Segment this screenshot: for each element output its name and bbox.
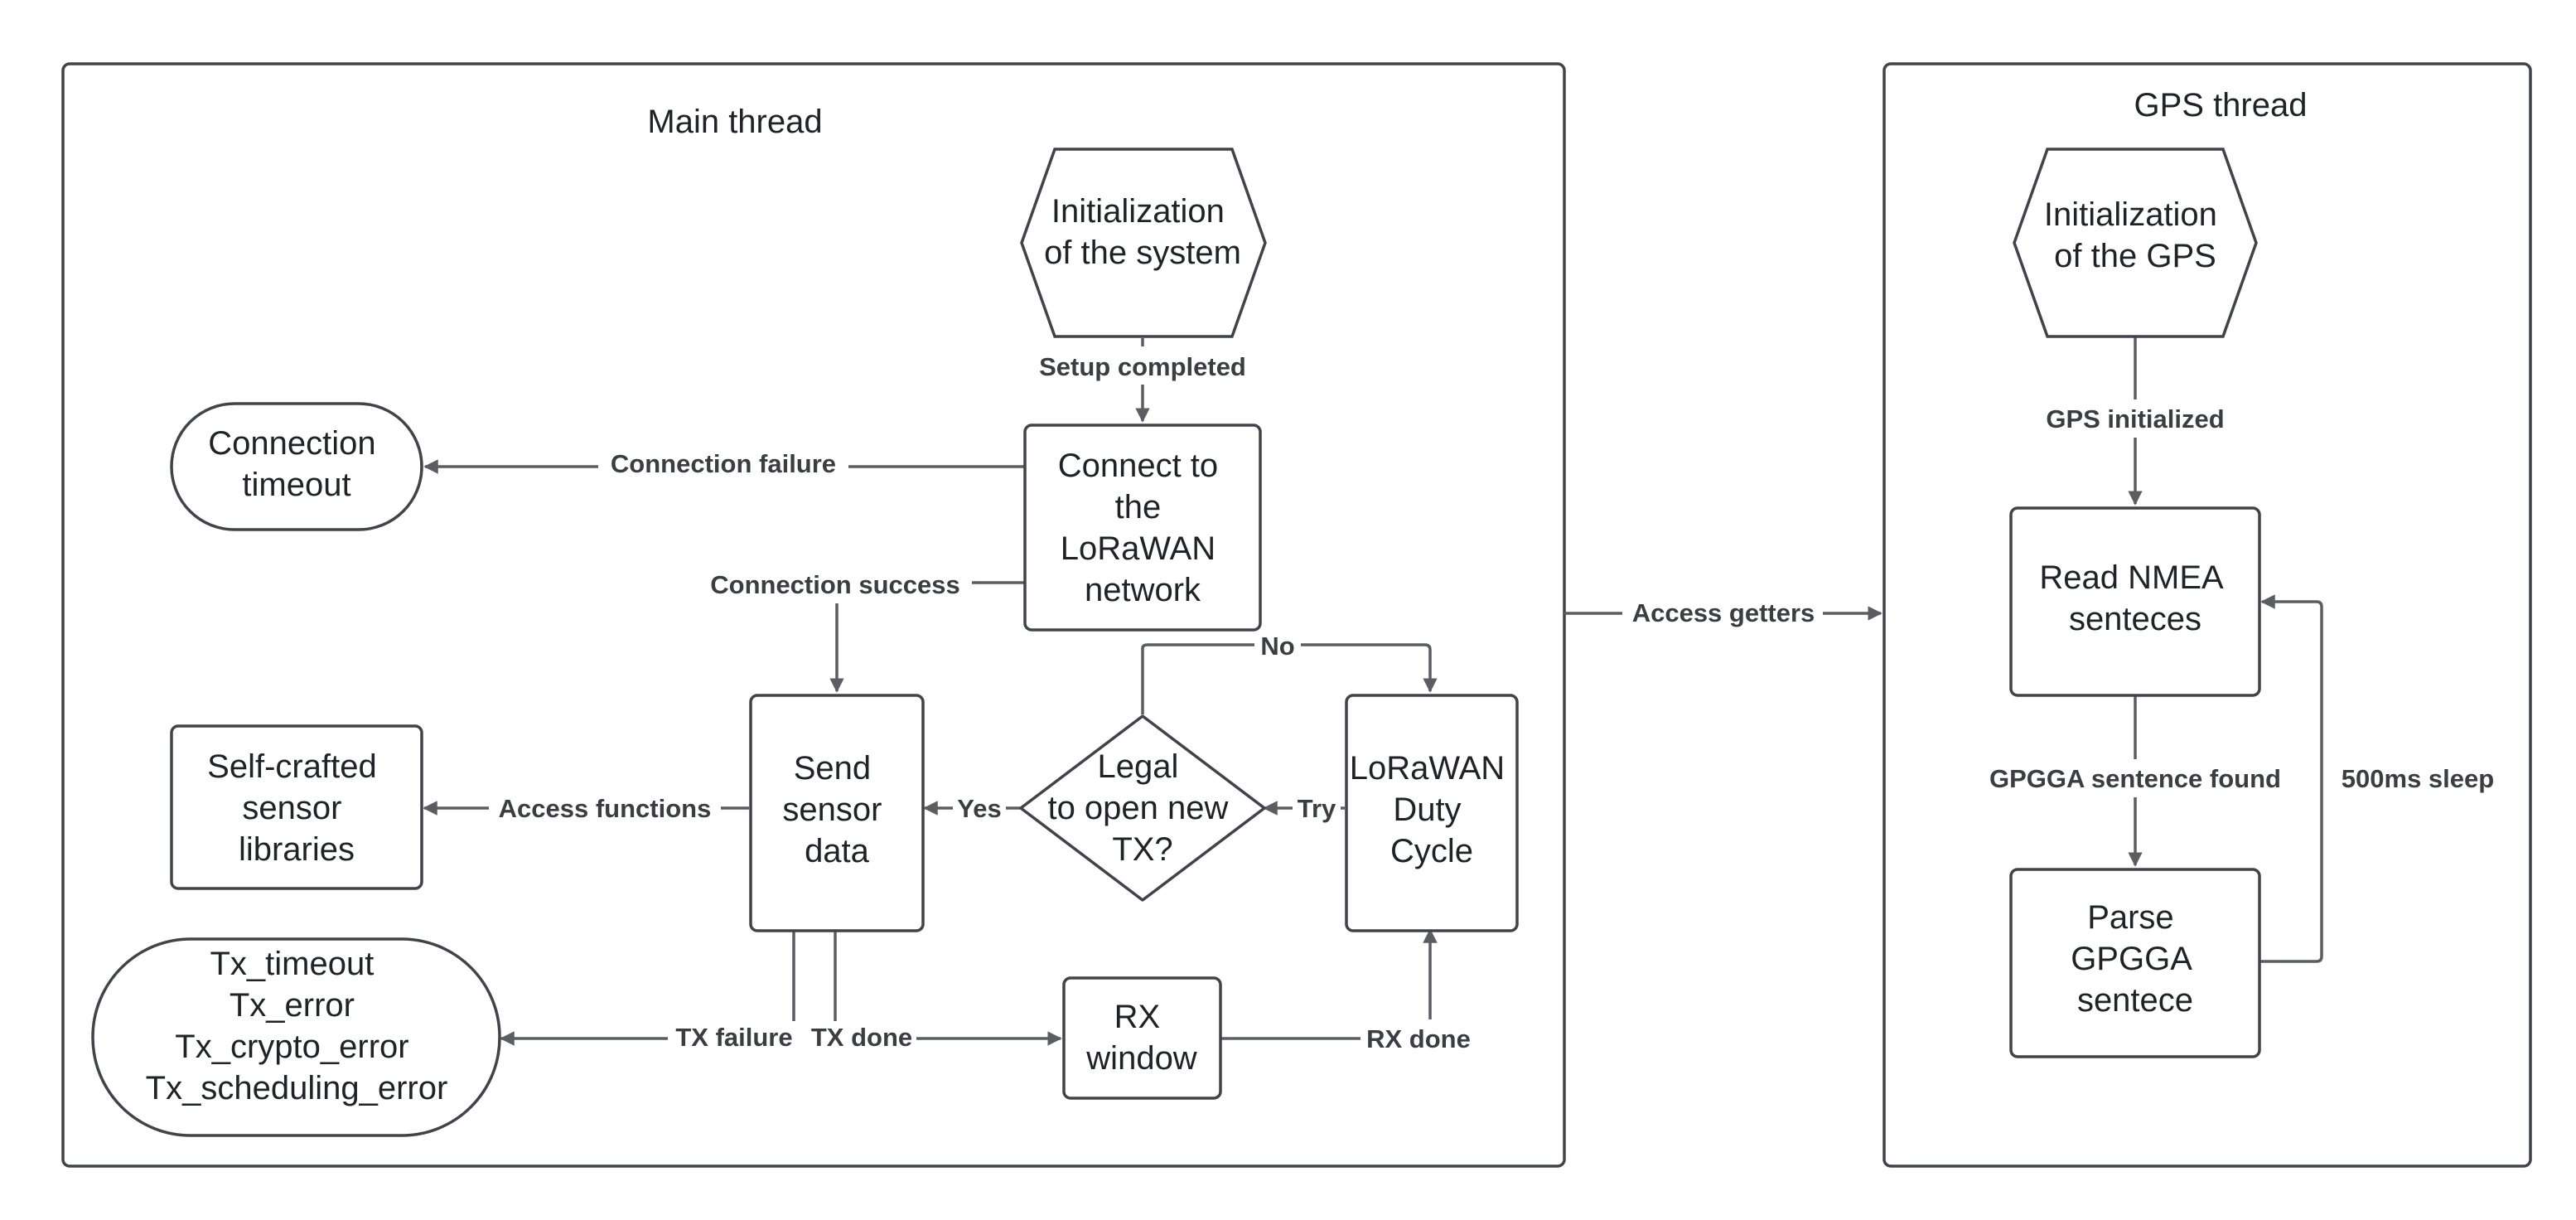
node-text-line: RX <box>1114 999 1161 1035</box>
edge-label-tx-failure: TX failure <box>675 1023 792 1052</box>
edge-label-no: No <box>1260 632 1294 661</box>
svg-text:Tx_timeout Tx_error: Tx_timeout Tx_error Tx_crypto_error Tx_s… <box>146 946 448 1106</box>
edge-label-yes: Yes <box>957 794 1001 823</box>
edge-label-500ms-sleep: 500ms sleep <box>2342 764 2494 793</box>
edge-label-connection-failure: Connection failure <box>611 449 836 478</box>
node-text-line: timeout <box>242 467 350 503</box>
node-tx-errors: Tx_timeout Tx_error Tx_crypto_error Tx_s… <box>91 937 501 1137</box>
edge-label-tx-done: TX done <box>811 1023 912 1052</box>
node-connection-timeout: Connection timeout <box>170 402 423 531</box>
main-thread-title: Main thread <box>647 104 822 140</box>
node-text-line: Tx_timeout <box>210 946 375 982</box>
node-text-line: Parse <box>2087 899 2174 936</box>
edge-500ms-sleep <box>2260 594 2323 963</box>
node-initialization-system: Initialization of the system <box>1020 148 1267 338</box>
node-text-line: sensor <box>782 792 882 828</box>
node-text-line: Legal <box>1098 748 1179 785</box>
node-text-line: GPGGA <box>2071 941 2192 977</box>
gps-thread-title: GPS thread <box>2134 87 2307 123</box>
node-send-sensor-data: Send sensor data <box>749 694 925 932</box>
node-text-line: TX? <box>1112 831 1172 868</box>
node-text-line: Tx_crypto_error <box>175 1029 408 1065</box>
node-read-nmea: Read NMEA senteces <box>2009 506 2261 697</box>
edge-label-access-getters: Access getters <box>1632 598 1815 627</box>
svg-text:Self-crafted sensor: Self-crafted sensor libraries <box>207 748 386 868</box>
node-legal-decision: Legal to open new TX? <box>1019 714 1266 902</box>
node-text-line: of the system <box>1044 235 1241 271</box>
node-text-line: Send <box>794 750 871 787</box>
edge-label-connection-success: Connection success <box>710 570 959 599</box>
edge-label-gpgga-found: GPGGA sentence found <box>1989 764 2281 793</box>
svg-text:Connection timeout: Connection timeout <box>208 425 385 503</box>
node-text-line: Tx_scheduling_error <box>146 1070 448 1106</box>
node-text-line: libraries <box>239 831 355 868</box>
node-text-line: Initialization <box>1051 193 1225 230</box>
edge-label-rx-done: RX done <box>1366 1024 1471 1053</box>
node-text-line: window <box>1085 1040 1197 1077</box>
edge-label-try: Try <box>1298 794 1336 823</box>
svg-text:Connect to the LoR: Connect to the LoRaWAN network <box>1058 448 1228 608</box>
node-text-line: Read NMEA <box>2039 559 2224 596</box>
svg-text:RX window: RX window <box>1085 999 1197 1077</box>
node-text-line: LoRaWAN <box>1061 530 1216 567</box>
node-text-line: the <box>1115 489 1162 525</box>
node-text-line: Duty <box>1393 792 1461 828</box>
svg-text:Read NMEA senteces: Read NMEA senteces <box>2039 559 2230 637</box>
node-text-line: Self-crafted <box>207 748 377 785</box>
main-thread-frame <box>61 62 1566 1168</box>
node-text-line: network <box>1085 572 1201 608</box>
svg-text:Initialization of the sy: Initialization of the system <box>1044 193 1241 271</box>
node-initialization-gps: Initialization of the GPS <box>2013 148 2258 338</box>
node-text-line: sentece <box>2077 982 2193 1019</box>
node-self-crafted-libraries: Self-crafted sensor libraries <box>170 724 423 890</box>
node-text-line: LoRaWAN <box>1350 750 1505 787</box>
svg-text:LoRaWAN Duty Cycle: LoRaWAN Duty Cycle <box>1350 750 1515 869</box>
node-rx-window: RX window <box>1062 976 1222 1100</box>
edge-label-setup-completed: Setup completed <box>1039 352 1246 381</box>
node-connect-lorawan: Connect to the LoRaWAN network <box>1023 424 1262 632</box>
node-text-line: Connect to <box>1058 448 1218 484</box>
edge-label-gps-initialized: GPS initialized <box>2046 404 2224 433</box>
svg-text:Legal to open new: Legal to open new TX? <box>1047 748 1237 868</box>
edge-label-access-functions: Access functions <box>499 794 712 823</box>
node-text-line: Cycle <box>1390 833 1473 869</box>
node-text-line: sensor <box>242 790 341 826</box>
node-text-line: Connection <box>208 425 375 462</box>
node-text-line: of the GPS <box>2054 238 2216 274</box>
svg-text:Initialization of the GP: Initialization of the GPS <box>2044 196 2226 274</box>
node-lorawan-duty-cycle: LoRaWAN Duty Cycle <box>1345 694 1519 932</box>
node-text-line: to open new <box>1047 790 1228 826</box>
gps-thread-frame <box>1882 62 2532 1168</box>
node-text-line: senteces <box>2069 601 2201 637</box>
node-text-line: Tx_error <box>230 987 355 1024</box>
node-text-line: Initialization <box>2044 196 2217 233</box>
svg-text:Parse GPGGA sentec: Parse GPGGA sentece <box>2071 899 2200 1019</box>
node-text-line: data <box>805 833 870 869</box>
node-parse-gpgga: Parse GPGGA sentece <box>2009 868 2261 1058</box>
svg-text:Send sensor data: Send sensor data <box>782 750 891 869</box>
